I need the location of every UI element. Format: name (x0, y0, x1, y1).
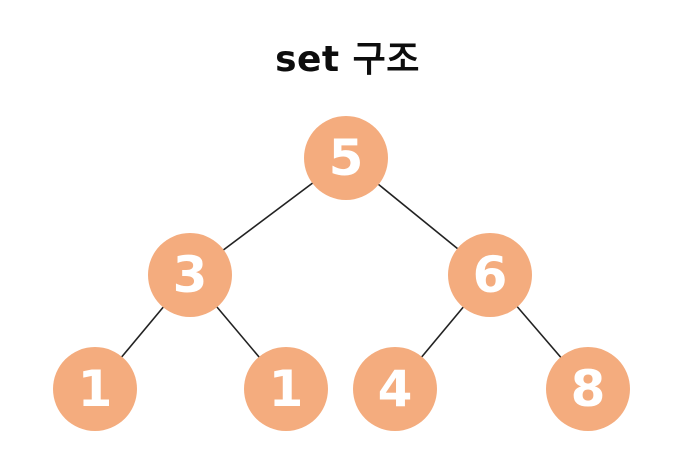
tree-node-value: 8 (570, 360, 606, 418)
tree-node-value: 1 (268, 360, 304, 418)
tree-node-value: 3 (172, 246, 208, 304)
tree-node-value: 1 (77, 360, 113, 418)
tree-node-value: 5 (328, 129, 364, 187)
tree-node-right-left: 4 (353, 347, 437, 431)
tree-node-left-right: 1 (244, 347, 328, 431)
tree-node-left-left: 1 (53, 347, 137, 431)
tree-node-value: 4 (377, 360, 413, 418)
tree-node-right-right: 8 (546, 347, 630, 431)
tree-node-left: 3 (148, 233, 232, 317)
diagram-title: set 구조 (275, 39, 420, 80)
tree-node-value: 6 (472, 246, 508, 304)
tree-node-root: 5 (304, 116, 388, 200)
tree-node-right: 6 (448, 233, 532, 317)
